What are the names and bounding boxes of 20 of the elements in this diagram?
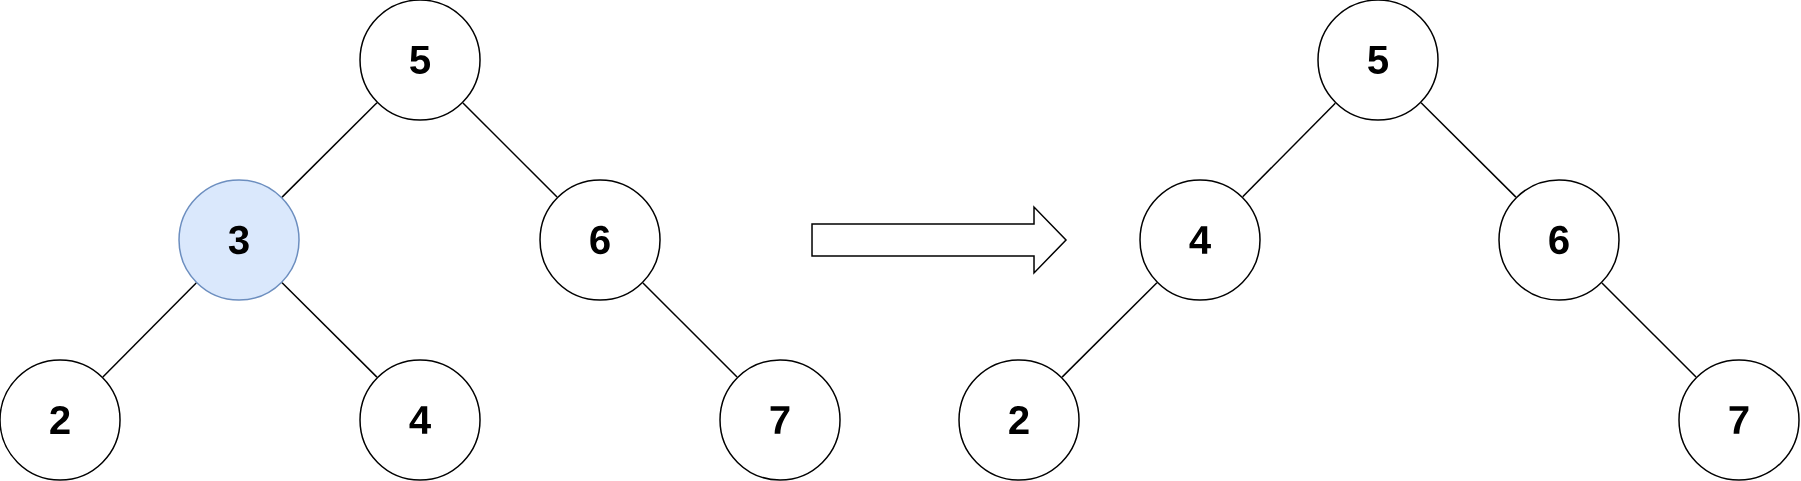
tree-edge	[1241, 102, 1337, 198]
tree-edge	[1601, 282, 1697, 378]
tree-edge	[1061, 282, 1158, 378]
tree-edge	[281, 282, 378, 378]
tree-node: 7	[1678, 359, 1800, 481]
tree-edge	[1420, 102, 1517, 198]
tree-edge	[642, 282, 738, 378]
tree-node: 7	[719, 359, 841, 481]
tree-node: 3	[178, 179, 300, 301]
tree-node: 5	[359, 0, 481, 121]
tree-node: 6	[539, 179, 661, 301]
tree-node: 4	[359, 359, 481, 481]
tree-node: 6	[1498, 179, 1620, 301]
tree-edge	[102, 282, 197, 378]
tree-edge	[281, 102, 378, 198]
tree-node: 2	[958, 359, 1080, 481]
tree-node: 5	[1317, 0, 1439, 121]
tree-node: 4	[1139, 179, 1261, 301]
tree-edge	[462, 102, 558, 198]
tree-node: 2	[0, 359, 121, 481]
